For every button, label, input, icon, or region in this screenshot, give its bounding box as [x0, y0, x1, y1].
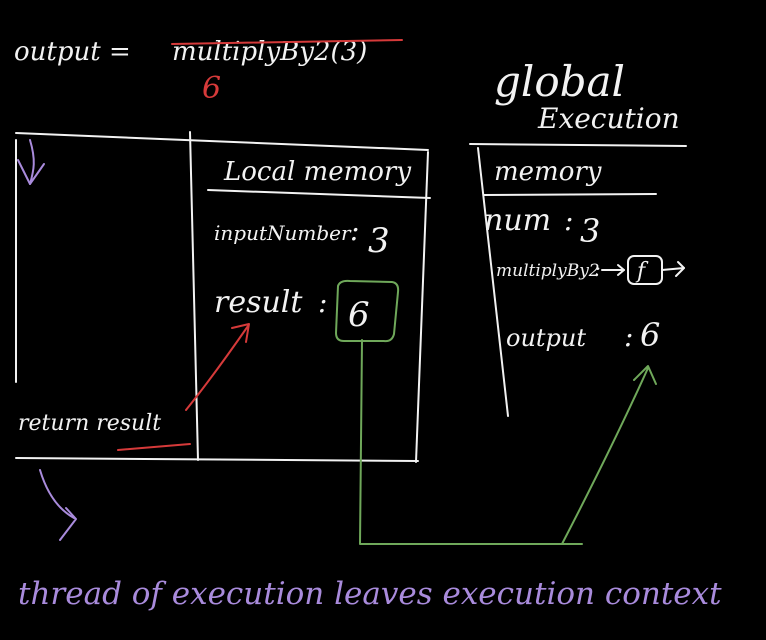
local-entry-colon-2: : — [318, 286, 327, 319]
global-entry-colon-3: : — [624, 320, 633, 353]
global-entry-name-output: output — [506, 324, 586, 352]
global-subtitle: Execution — [537, 102, 680, 135]
call-strikethrough — [171, 39, 403, 45]
global-context-left-border — [477, 147, 509, 417]
local-memory-underline — [207, 189, 431, 199]
local-entry-name-result: result — [214, 285, 303, 320]
return-underline — [117, 443, 191, 451]
output-label: output = — [14, 37, 131, 67]
return-statement: return result — [18, 411, 161, 436]
thread-exit-arrow — [39, 469, 75, 519]
return-to-result-arrow — [185, 325, 249, 411]
local-memory-title: Local memory — [223, 157, 411, 187]
local-context-right-border — [415, 151, 429, 463]
local-entry-colon-1: : — [350, 214, 359, 247]
thread-exit-arrow-head — [59, 507, 77, 541]
footer-caption: thread of execution leaves execution con… — [18, 576, 722, 612]
global-entry-value-multiplyby2: f — [635, 259, 649, 284]
function-arrow-head — [617, 264, 625, 276]
local-entry-value-inputnumber: 3 — [368, 221, 390, 261]
global-entry-value-output: 6 — [640, 316, 660, 354]
result-value-box — [335, 279, 400, 343]
function-pointer-arrow-head — [675, 261, 685, 277]
local-context-bottom-border — [15, 457, 419, 462]
global-memory-title: memory — [494, 157, 602, 187]
global-title: global — [494, 57, 625, 106]
global-entry-name-num: num — [484, 203, 551, 238]
local-context-top-border — [15, 132, 429, 151]
local-context-divider — [189, 131, 199, 461]
function-pointer-line — [661, 267, 685, 271]
global-entry-name-multiplyby2: multiplyBy2 — [496, 261, 600, 281]
local-execution-context — [15, 131, 431, 463]
result-to-output-connector — [359, 339, 583, 545]
local-entry-name-inputnumber: inputNumber — [214, 221, 352, 245]
call-result-value: 6 — [202, 71, 221, 106]
global-context-top-border — [469, 143, 687, 147]
result-to-output-arrow — [561, 367, 649, 545]
global-entry-value-num: 3 — [580, 212, 600, 250]
global-memory-underline — [483, 193, 657, 196]
return-arrow-head — [231, 323, 250, 343]
global-execution-context — [469, 143, 687, 417]
global-entry-colon-1: : — [564, 204, 573, 237]
thread-entry-arrow-head — [17, 159, 45, 185]
thread-entry-arrow — [29, 139, 35, 185]
local-entry-value-result: 6 — [348, 295, 370, 335]
result-to-output-arrow-head — [633, 365, 657, 385]
global-entry-colon-2: : — [594, 257, 601, 281]
